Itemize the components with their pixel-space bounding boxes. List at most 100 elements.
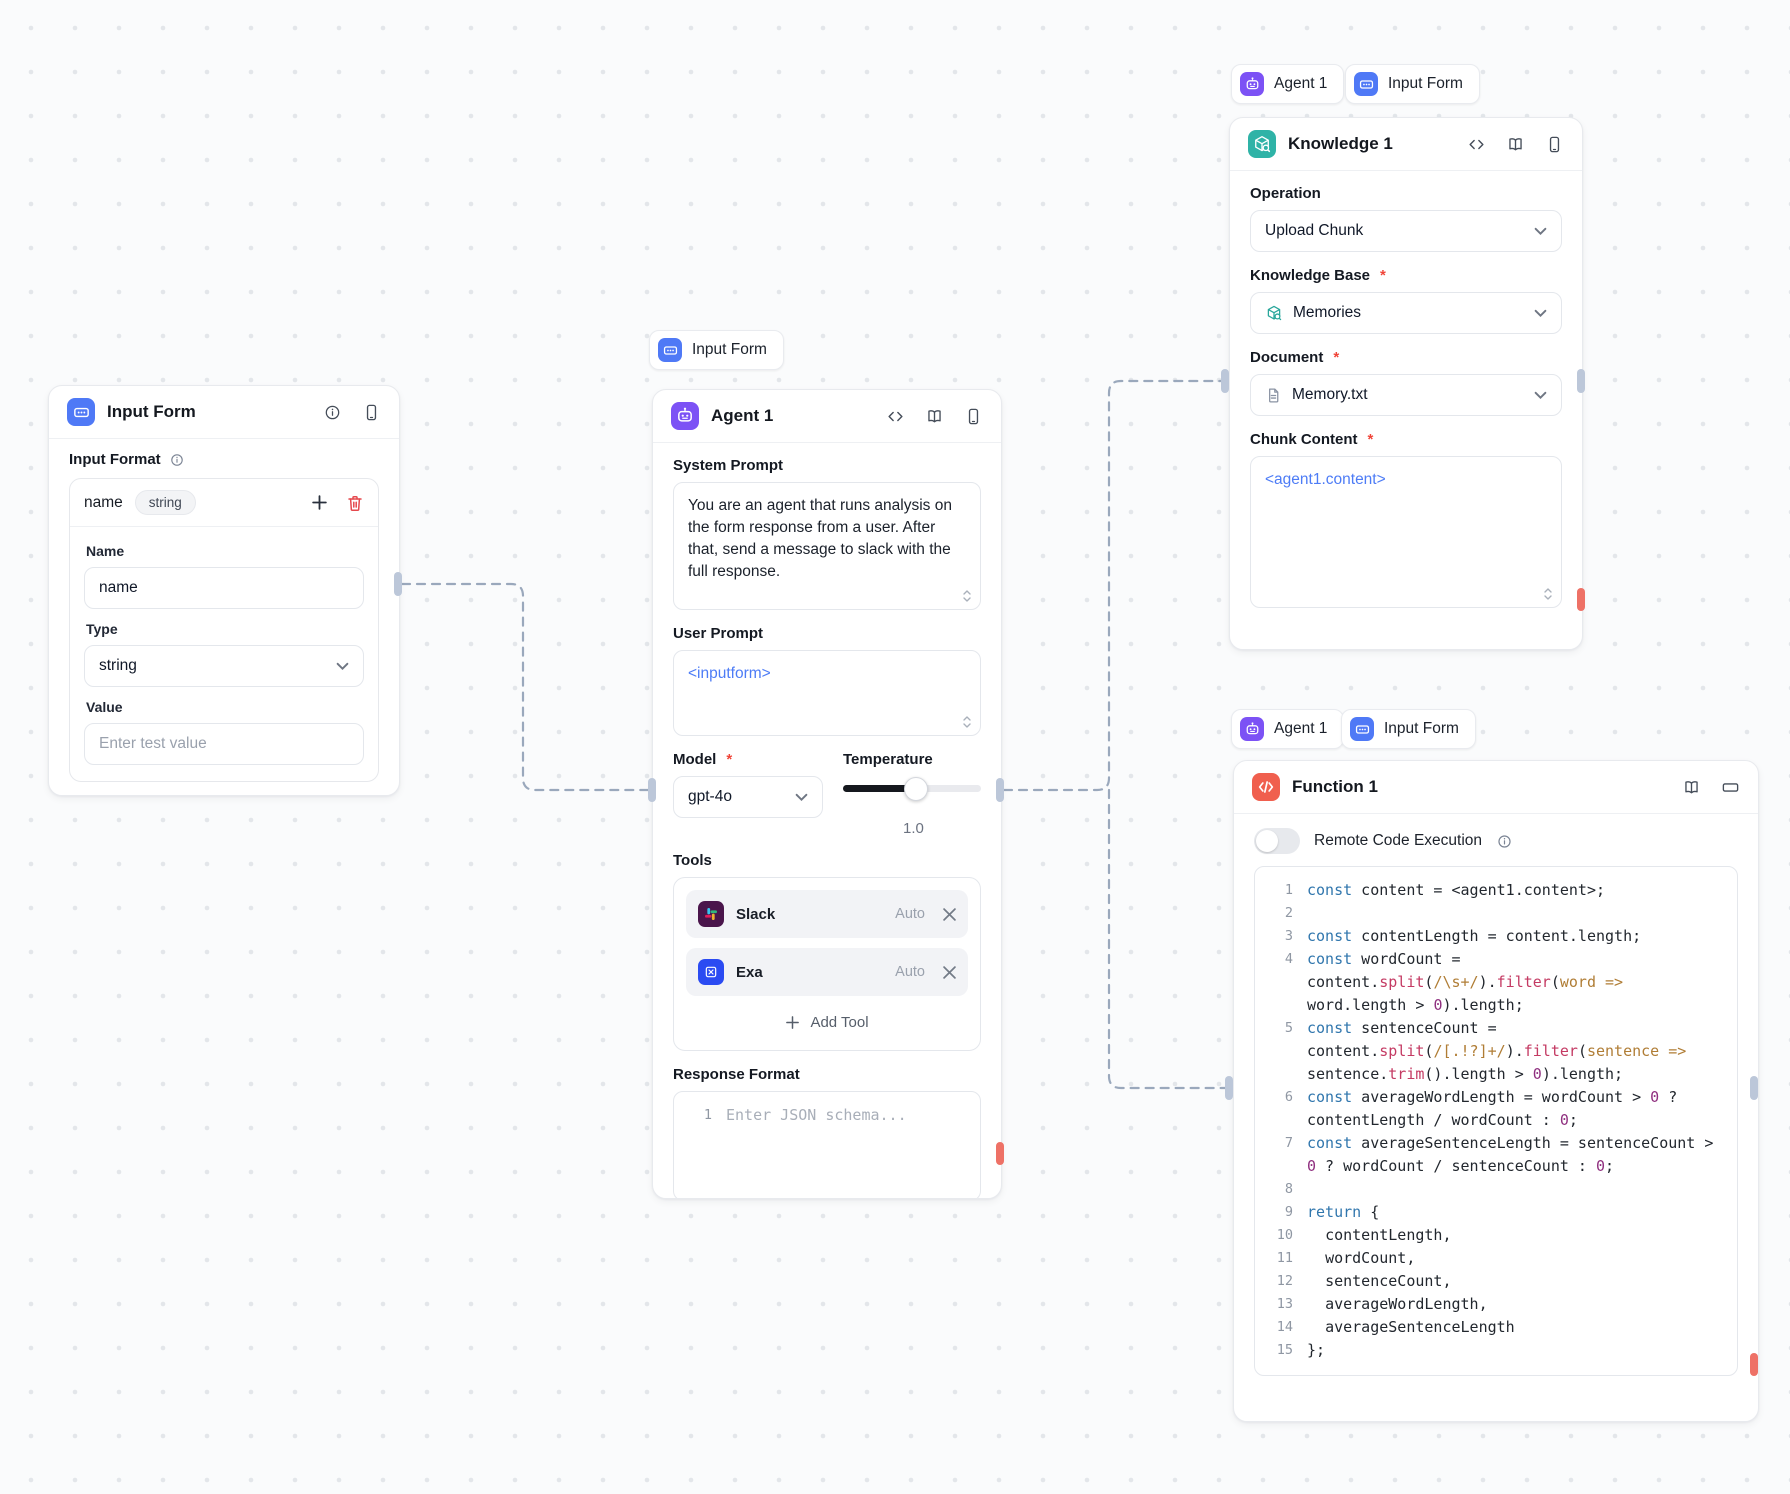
knowledge-base-select[interactable]: Memories bbox=[1250, 292, 1562, 334]
temperature-label: Temperature bbox=[843, 751, 933, 768]
info-icon[interactable] bbox=[323, 403, 342, 422]
wire-inputform-to-agent bbox=[400, 582, 650, 792]
panel-icon[interactable] bbox=[1721, 778, 1740, 797]
agent-input-handle[interactable] bbox=[648, 778, 656, 802]
mobile-icon[interactable] bbox=[362, 403, 381, 422]
system-prompt-textarea[interactable]: You are an agent that runs analysis on t… bbox=[673, 482, 981, 610]
code-icon[interactable] bbox=[1467, 135, 1486, 154]
knowledge-base-label: Knowledge Base* bbox=[1250, 267, 1386, 284]
user-prompt-textarea[interactable]: <inputform> bbox=[673, 650, 981, 736]
model-label: Model* bbox=[673, 751, 733, 768]
pill-label: Input Form bbox=[1384, 720, 1459, 737]
chevron-down-icon bbox=[1534, 227, 1547, 236]
input-form-icon bbox=[1354, 72, 1378, 96]
agent-node: Agent 1 System Prompt You are an agent t… bbox=[652, 389, 1002, 1199]
required-asterisk: * bbox=[1380, 267, 1386, 284]
function-error-handle[interactable] bbox=[1750, 1353, 1758, 1376]
input-form-node-header[interactable]: Input Form bbox=[49, 386, 399, 439]
model-select[interactable]: gpt-4o bbox=[673, 776, 823, 818]
input-form-node: Input Form Input Format name string bbox=[48, 385, 400, 796]
book-icon[interactable] bbox=[1506, 135, 1525, 154]
pill-agent-above-function[interactable]: Agent 1 bbox=[1231, 709, 1345, 749]
info-icon[interactable] bbox=[169, 452, 185, 468]
field-row[interactable]: name string bbox=[70, 479, 378, 526]
user-prompt-label: User Prompt bbox=[673, 625, 764, 642]
operation-select[interactable]: Upload Chunk bbox=[1250, 210, 1562, 252]
system-prompt-label: System Prompt bbox=[673, 457, 784, 474]
slider-track[interactable] bbox=[843, 777, 981, 801]
chunk-content-textarea[interactable]: <agent1.content> bbox=[1250, 456, 1562, 608]
book-icon[interactable] bbox=[1682, 778, 1701, 797]
remove-tool-icon[interactable] bbox=[943, 907, 956, 921]
tool-mode[interactable]: Auto bbox=[895, 906, 925, 922]
node-title: Function 1 bbox=[1292, 777, 1378, 796]
temperature-slider[interactable] bbox=[843, 776, 981, 818]
tool-name: Exa bbox=[736, 963, 763, 981]
resize-icon[interactable] bbox=[962, 715, 972, 729]
tool-mode[interactable]: Auto bbox=[895, 964, 925, 980]
slider-knob[interactable] bbox=[903, 777, 928, 801]
node-title: Knowledge 1 bbox=[1288, 134, 1393, 153]
remote-code-execution-toggle[interactable] bbox=[1254, 828, 1300, 854]
function-node-header[interactable]: Function 1 bbox=[1234, 761, 1758, 814]
knowledge-output-handle[interactable] bbox=[1577, 369, 1585, 393]
tools-label: Tools bbox=[673, 852, 712, 869]
info-icon[interactable] bbox=[1496, 833, 1513, 850]
resize-icon[interactable] bbox=[1543, 587, 1553, 601]
agent-icon bbox=[1240, 72, 1264, 96]
agent-node-header[interactable]: Agent 1 bbox=[653, 390, 1001, 443]
temperature-value: 1.0 bbox=[903, 820, 924, 837]
mobile-icon[interactable] bbox=[964, 407, 983, 426]
remove-tool-icon[interactable] bbox=[943, 965, 956, 979]
line-number: 1 bbox=[703, 1107, 712, 1123]
chevron-down-icon bbox=[795, 793, 808, 802]
knowledge-icon bbox=[1248, 130, 1276, 158]
agent-output-handle[interactable] bbox=[996, 778, 1004, 802]
response-format-label: Response Format bbox=[673, 1066, 800, 1083]
agent-error-handle[interactable] bbox=[996, 1142, 1004, 1165]
resize-icon[interactable] bbox=[962, 589, 972, 603]
input-form-icon bbox=[67, 398, 95, 426]
wire-agent-to-function bbox=[1107, 788, 1231, 1090]
pill-input-form-above-agent[interactable]: Input Form bbox=[649, 330, 784, 370]
value-input[interactable]: Enter test value bbox=[84, 723, 364, 765]
slider-fill bbox=[843, 785, 915, 792]
response-format-editor[interactable]: 1 Enter JSON schema... bbox=[673, 1091, 981, 1198]
input-form-icon bbox=[1350, 717, 1374, 741]
wire-agent-to-knowledge bbox=[1002, 379, 1227, 792]
pill-label: Input Form bbox=[692, 341, 767, 358]
json-schema-placeholder: Enter JSON schema... bbox=[726, 1106, 907, 1124]
document-label: Document* bbox=[1250, 349, 1340, 366]
pill-agent-above-knowledge[interactable]: Agent 1 bbox=[1231, 64, 1345, 104]
operation-label: Operation bbox=[1250, 185, 1321, 202]
knowledge-node-header[interactable]: Knowledge 1 bbox=[1230, 118, 1582, 171]
document-select[interactable]: Memory.txt bbox=[1250, 374, 1562, 416]
tool-row-slack[interactable]: Slack Auto bbox=[686, 890, 968, 938]
value-label: Value bbox=[86, 699, 123, 715]
inputform-output-handle[interactable] bbox=[394, 572, 402, 596]
add-tool-button[interactable]: Add Tool bbox=[686, 1006, 968, 1038]
type-select[interactable]: string bbox=[84, 645, 364, 687]
book-icon[interactable] bbox=[925, 407, 944, 426]
chevron-down-icon bbox=[336, 662, 349, 671]
name-input[interactable]: name bbox=[84, 567, 364, 609]
input-format-box: name string Name name Type bbox=[69, 478, 379, 782]
function-output-handle[interactable] bbox=[1750, 1076, 1758, 1100]
tool-name: Slack bbox=[736, 905, 776, 923]
pill-label: Input Form bbox=[1388, 75, 1463, 92]
knowledge-input-handle[interactable] bbox=[1221, 369, 1229, 393]
pill-input-form-above-knowledge[interactable]: Input Form bbox=[1345, 64, 1480, 104]
knowledge-node: Knowledge 1 Operation Upload Chunk Knowl… bbox=[1229, 117, 1583, 650]
pill-input-form-above-function[interactable]: Input Form bbox=[1341, 709, 1476, 749]
code-icon[interactable] bbox=[886, 407, 905, 426]
function-input-handle[interactable] bbox=[1225, 1076, 1233, 1100]
chevron-down-icon bbox=[1534, 309, 1547, 318]
add-field-icon[interactable] bbox=[311, 494, 328, 511]
type-label: Type bbox=[86, 621, 118, 637]
trash-icon[interactable] bbox=[346, 494, 364, 512]
tool-row-exa[interactable]: Exa Auto bbox=[686, 948, 968, 996]
knowledge-error-handle[interactable] bbox=[1577, 588, 1585, 611]
mobile-icon[interactable] bbox=[1545, 135, 1564, 154]
agent-icon bbox=[1240, 717, 1264, 741]
